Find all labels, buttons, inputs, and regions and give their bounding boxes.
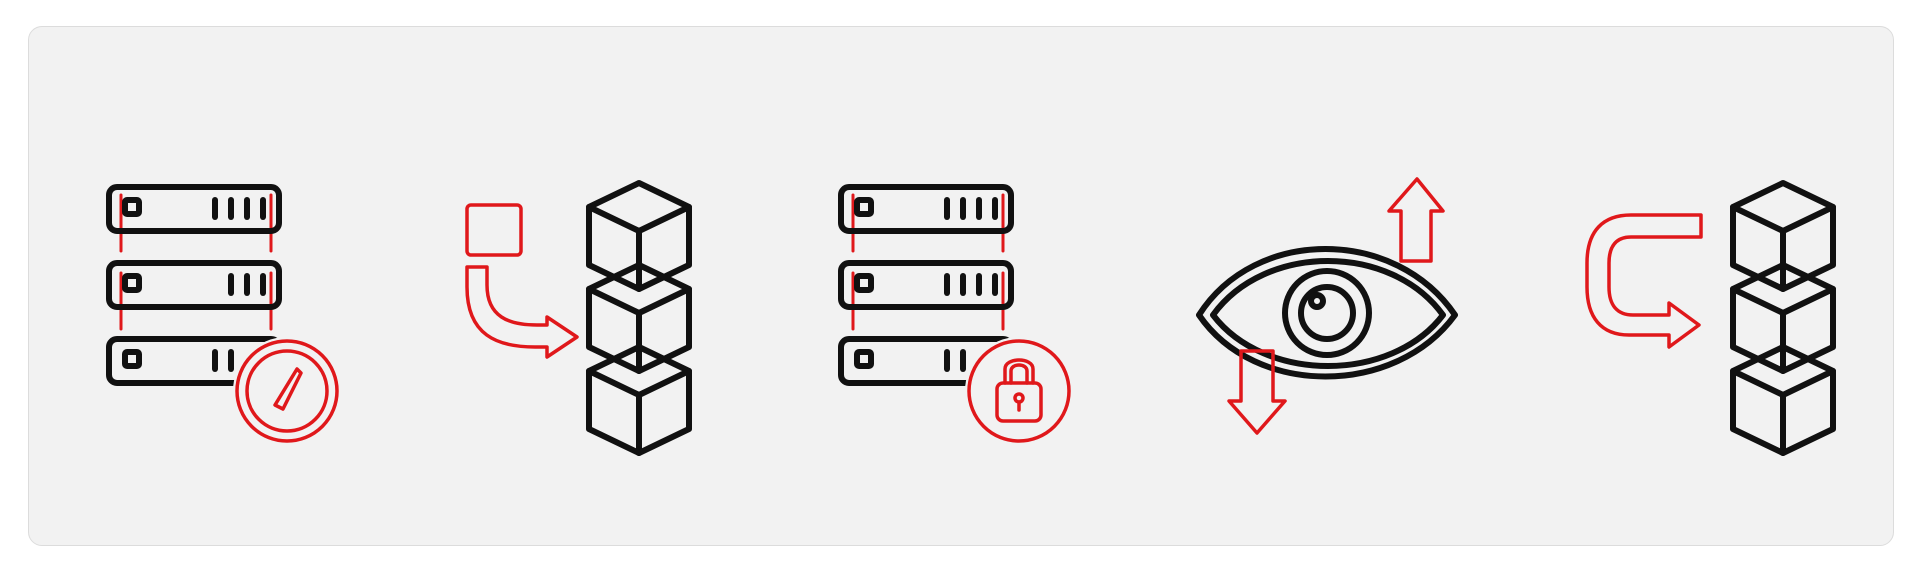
- icon-set-card: [28, 26, 1894, 546]
- server-lock-icon: [823, 147, 1123, 447]
- block-insert-icon: [447, 147, 747, 456]
- server-speedometer-icon: [91, 147, 391, 447]
- eye-transfer-icon: [1185, 147, 1485, 447]
- block-return-icon: [1551, 147, 1851, 456]
